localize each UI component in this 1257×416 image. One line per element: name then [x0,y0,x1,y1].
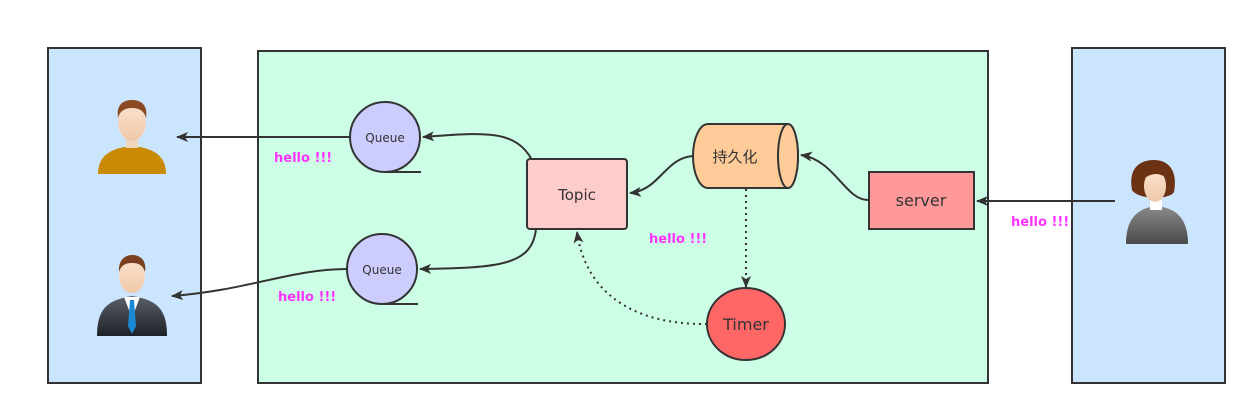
message-label-topic-timer: hello !!! [649,232,707,247]
user-woman-icon [1126,160,1188,244]
timer-label: Timer [722,315,769,334]
queue-bottom-node[interactable]: Queue [346,233,418,305]
edge-persistence-to-topic [629,155,694,197]
topic-node[interactable]: Topic [526,158,628,230]
queue-bottom-label: Queue [362,263,401,277]
edge-server-to-persistence [800,151,869,201]
persistence-node[interactable]: 持久化 [692,123,799,189]
message-label-consumer-1: hello !!! [274,151,332,166]
edge-timer-to-topic [573,231,708,326]
edge-queue-bottom-to-consumer-2 [171,268,349,301]
persistence-label: 持久化 [712,148,757,166]
server-node[interactable]: server [868,171,975,230]
user-businessman-icon [97,255,167,336]
user-casual-icon [98,100,166,174]
message-label-producer: hello !!! [1011,215,1069,230]
server-label: server [896,191,947,210]
topic-label: Topic [557,186,596,204]
queue-top-node[interactable]: Queue [349,101,421,173]
edge-topic-to-queue-bottom [419,228,537,274]
message-label-consumer-2: hello !!! [278,290,336,305]
edge-topic-to-queue-top [422,131,533,161]
queue-top-label: Queue [365,131,404,145]
timer-node[interactable]: Timer [706,287,786,361]
